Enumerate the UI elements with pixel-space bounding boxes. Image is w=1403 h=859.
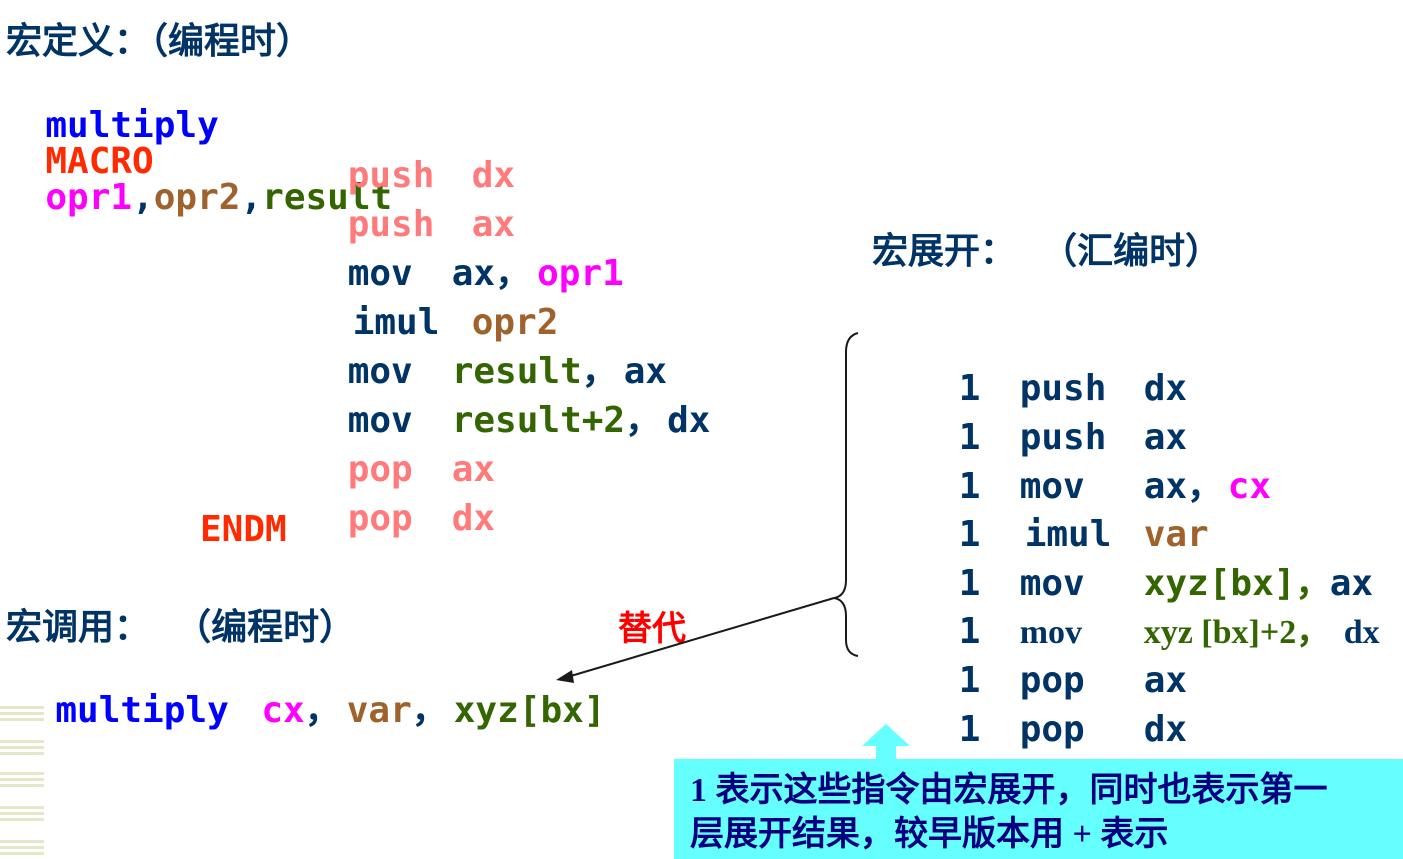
instruction-arg: result <box>451 351 582 392</box>
instruction-arg: dx <box>1343 614 1380 651</box>
macro-header-line: multiply MACRO opr1,opr2,result <box>2 72 392 216</box>
instruction-op: mov <box>347 253 413 294</box>
level-number: 1 <box>958 514 981 555</box>
expansion-line: 1 mov ax，cx <box>872 433 1271 541</box>
macro-keyword: MACRO <box>45 141 154 182</box>
instruction-op: push <box>347 155 435 196</box>
body-line: mov result+2，dx <box>261 367 711 475</box>
instruction-op: mov <box>1019 466 1085 507</box>
instruction-op: pop <box>1019 660 1085 701</box>
instruction-arg: dx <box>451 498 496 539</box>
instruction-arg: ax <box>451 449 496 490</box>
call-macro-name: multiply <box>55 690 229 731</box>
instruction-arg: ax， <box>1143 466 1224 507</box>
level-number: 1 <box>958 466 981 507</box>
instruction-arg: ax <box>623 351 668 392</box>
level-number: 1 <box>958 368 981 409</box>
param-opr1: opr1 <box>45 177 133 218</box>
note-box: 1 表示这些指令由宏展开，同时也表示第一 层展开结果，较早版本用 + 表示 <box>674 759 1403 859</box>
instruction-arg: dx <box>1143 368 1188 409</box>
instruction-arg: dx <box>1143 709 1188 750</box>
up-arrow-icon <box>862 724 910 760</box>
instruction-arg: xyz [bx]+2， <box>1143 614 1331 651</box>
expansion-line: 1 mov xyz [bx]+2， dx <box>872 578 1380 686</box>
param-opr2: opr2 <box>153 177 241 218</box>
call-arg-cx: cx <box>261 690 305 731</box>
instruction-arg: xyz[bx]， <box>1143 563 1332 604</box>
separator: ， <box>495 253 532 294</box>
comma: , <box>132 177 154 218</box>
instruction-op: imul <box>352 302 440 343</box>
instruction-arg: ax <box>1143 417 1188 458</box>
body-line: imul opr2 <box>266 269 559 377</box>
left-brace-icon <box>833 332 859 657</box>
macro-name: multiply <box>45 105 219 146</box>
separator: ， <box>581 351 618 392</box>
separator: ， <box>625 400 662 441</box>
instruction-arg: ax <box>1329 563 1374 604</box>
instruction-op: mov <box>1019 563 1085 604</box>
instruction-arg: opr2 <box>471 302 559 343</box>
instruction-op: imul <box>1024 514 1112 555</box>
comma: , <box>240 177 263 218</box>
instruction-op: pop <box>1019 709 1085 750</box>
note-line-1: 1 表示这些指令由宏展开，同时也表示第一 <box>690 772 1328 809</box>
instruction-op: mov <box>347 351 413 392</box>
instruction-arg: opr1 <box>537 253 624 294</box>
instruction-arg: dx <box>667 400 711 441</box>
instruction-arg: ax <box>451 253 496 294</box>
separator: ， <box>304 690 341 731</box>
level-number: 1 <box>958 660 981 701</box>
instruction-arg: var <box>1143 514 1209 555</box>
instruction-op: push <box>1019 417 1107 458</box>
call-arg-var: var <box>346 690 412 731</box>
instruction-arg: result+2 <box>451 400 626 441</box>
expansion-line: 1 mov xyz[bx]，ax <box>872 530 1373 638</box>
level-number: 1 <box>958 611 981 652</box>
level-number: 1 <box>958 417 981 458</box>
note-line-2: 层展开结果，较早版本用 + 表示 <box>690 816 1169 853</box>
level-number: 1 <box>958 709 981 750</box>
param-result: result <box>262 177 393 218</box>
call-arg-xyz: xyz[bx] <box>453 690 606 731</box>
instruction-arg: dx <box>471 155 516 196</box>
body-line: mov result，ax <box>261 318 667 426</box>
replace-label: 替代 <box>618 609 686 649</box>
instruction-op: push <box>347 204 435 245</box>
instruction-op: pop <box>347 498 413 539</box>
instruction-op: mov <box>347 400 413 441</box>
instruction-op: mov <box>1019 614 1083 651</box>
instruction-arg: ax <box>471 204 516 245</box>
level-number: 1 <box>958 563 981 604</box>
expansion-line: 1 pop ax <box>872 627 1187 735</box>
expansion-line: 1 pop dx <box>872 676 1187 784</box>
instruction-arg: cx <box>1227 466 1272 507</box>
instruction-op: push <box>1019 368 1107 409</box>
call-heading: 宏调用： （编程时） <box>6 607 356 648</box>
instruction-arg: ax <box>1143 660 1188 701</box>
separator: ， <box>411 690 448 731</box>
definition-heading: 宏定义：（编程时） <box>6 21 313 62</box>
expansion-heading: 宏展开： （汇编时） <box>872 231 1222 272</box>
endm-keyword: ENDM <box>200 509 287 550</box>
instruction-op: pop <box>347 449 413 490</box>
